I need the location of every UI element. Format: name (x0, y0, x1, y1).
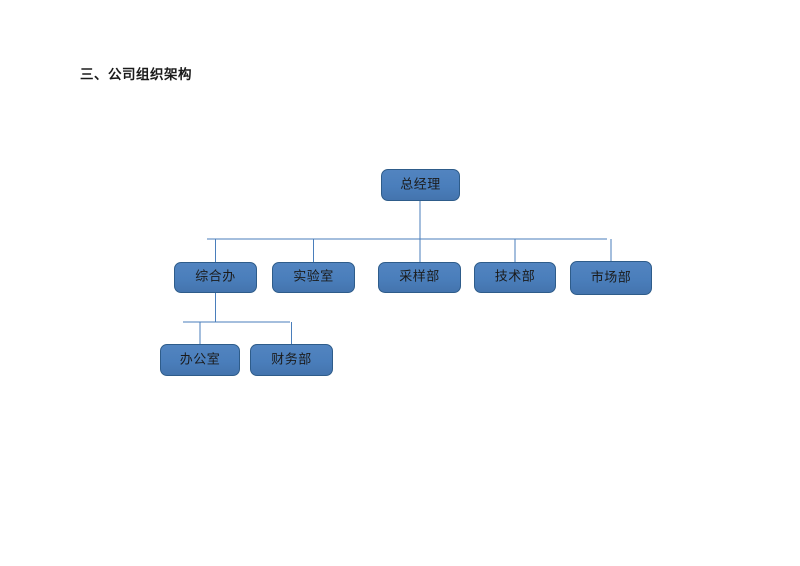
org-node-label: 综合办 (195, 269, 236, 285)
org-node-n0[interactable]: 总经理 (381, 169, 460, 201)
org-node-n2[interactable]: 实验室 (272, 262, 355, 293)
org-node-label: 实验室 (293, 269, 334, 285)
org-node-n5[interactable]: 市场部 (570, 261, 652, 295)
org-node-label: 技术部 (494, 269, 536, 285)
org-node-label: 总经理 (400, 177, 441, 192)
org-node-n7[interactable]: 财务部 (250, 344, 333, 376)
org-node-label: 市场部 (590, 270, 632, 285)
org-node-n3[interactable]: 采样部 (378, 262, 461, 293)
page-title: 三、公司组织架构 (80, 67, 192, 83)
org-node-label: 办公室 (179, 352, 221, 367)
org-node-label: 采样部 (399, 269, 440, 285)
org-node-n1[interactable]: 综合办 (174, 262, 257, 293)
org-node-n4[interactable]: 技术部 (474, 262, 556, 293)
org-node-label: 财务部 (271, 352, 312, 367)
org-node-n6[interactable]: 办公室 (160, 344, 240, 376)
